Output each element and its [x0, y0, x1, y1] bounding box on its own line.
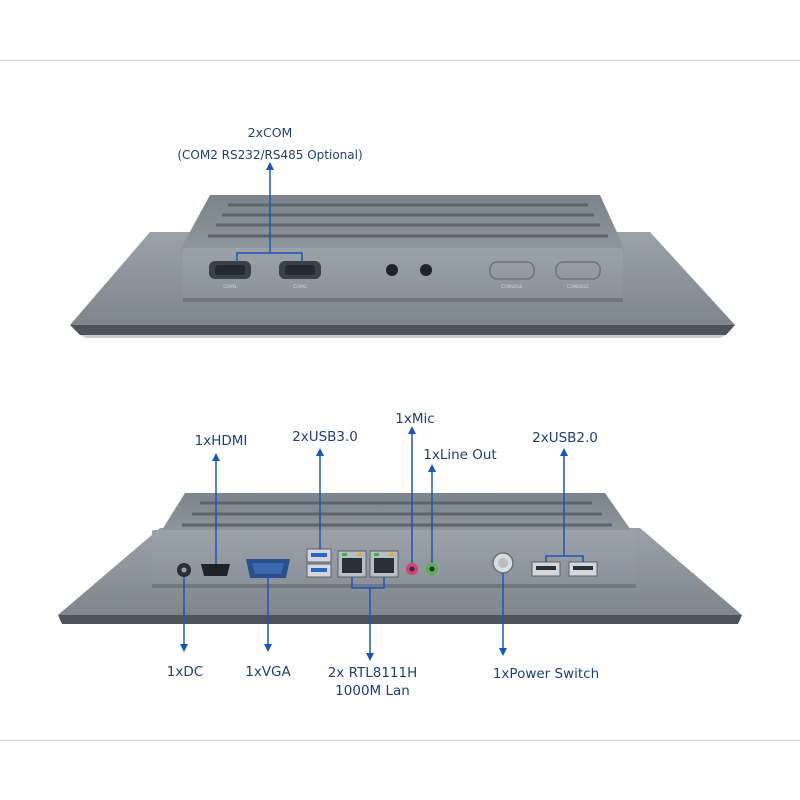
com2-print: COM2	[293, 284, 307, 290]
lan-ports	[337, 550, 399, 578]
top-round-jack-2	[420, 264, 432, 276]
usb2-ports	[531, 561, 598, 577]
lan-label-line1: 2x RTL8111H	[327, 665, 418, 681]
console2-print: CONSOLE	[567, 284, 589, 290]
top-divider	[0, 60, 800, 61]
usb3-ports	[306, 548, 332, 578]
top-device-view: COM1 COM2 CONSOLE CONSOLE	[70, 162, 735, 338]
vga-label: 1xVGA	[245, 664, 291, 680]
bottom-device-view	[58, 426, 742, 661]
top-bezel-edge	[70, 325, 735, 335]
hdmi-label: 1xHDMI	[194, 433, 248, 449]
usb3-label: 2xUSB3.0	[292, 429, 358, 445]
bottom-divider	[0, 740, 800, 741]
power-switch-label: 1xPower Switch	[492, 666, 600, 682]
top-heatsink	[180, 195, 625, 250]
com2-port	[279, 261, 321, 279]
com1-port	[209, 261, 251, 279]
top-round-jack-1	[386, 264, 398, 276]
bottom-callout-lines	[180, 426, 584, 661]
lineout-label: 1xLine Out	[423, 447, 497, 463]
top-heatsink-fins	[208, 203, 608, 238]
console-port-2	[555, 261, 601, 280]
usb2-label: 2xUSB2.0	[532, 430, 598, 446]
lan-bracket	[351, 577, 385, 589]
lan-label: 2x RTL8111H 1000M Lan	[325, 664, 420, 700]
com-callout-line2: (COM2 RS232/RS485 Optional)	[177, 148, 363, 162]
com-callout-line1: 2xCOM	[247, 125, 293, 140]
lan-label-line2: 1000M Lan	[335, 683, 410, 699]
com-callout-lines	[236, 162, 303, 262]
mic-label: 1xMic	[395, 411, 435, 427]
console-port-1	[489, 261, 535, 280]
com-callout-label: 2xCOM (COM2 RS232/RS485 Optional)	[175, 124, 365, 164]
dc-label: 1xDC	[166, 664, 204, 680]
bottom-bezel-edge	[58, 615, 742, 624]
console1-print: CONSOLE	[501, 284, 523, 290]
bottom-heatsink-fins	[182, 501, 612, 527]
com1-print: COM1	[223, 284, 237, 290]
hdmi-port	[201, 564, 230, 576]
